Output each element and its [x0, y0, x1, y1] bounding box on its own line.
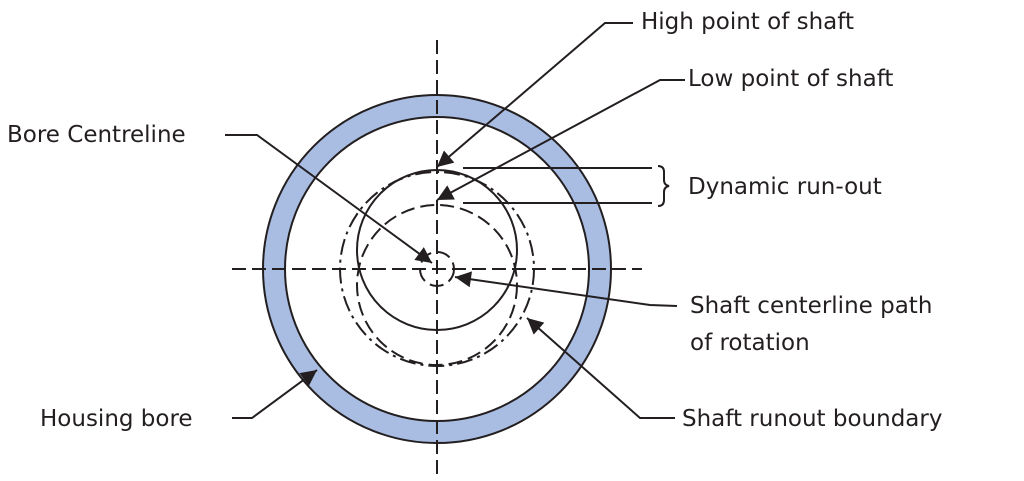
- label-low-point: Low point of shaft: [688, 66, 893, 92]
- shaft-runout-leader: [526, 317, 675, 419]
- label-shaft-centerline-1: Shaft centerline path: [690, 293, 932, 319]
- label-bore-centreline: Bore Centreline: [7, 122, 186, 148]
- label-dynamic-runout: Dynamic run-out: [688, 174, 882, 200]
- low-point-leader: [436, 79, 685, 201]
- label-high-point: High point of shaft: [641, 9, 854, 35]
- housing-bore-leader: [232, 369, 318, 419]
- high-point-leader: [436, 22, 633, 168]
- label-shaft-runout-boundary: Shaft runout boundary: [682, 406, 942, 432]
- bore-centreline-leader: [225, 134, 433, 264]
- shaft-high-position: [356, 169, 518, 331]
- label-housing-bore: Housing bore: [40, 406, 193, 432]
- shaft-centerline-leader: [454, 271, 678, 307]
- shaft-centerline-path-circle: [419, 251, 455, 287]
- runout-brace: [657, 165, 670, 207]
- shaft-runout-boundary-circle: [339, 171, 535, 367]
- label-shaft-centerline-2: of rotation: [690, 330, 810, 356]
